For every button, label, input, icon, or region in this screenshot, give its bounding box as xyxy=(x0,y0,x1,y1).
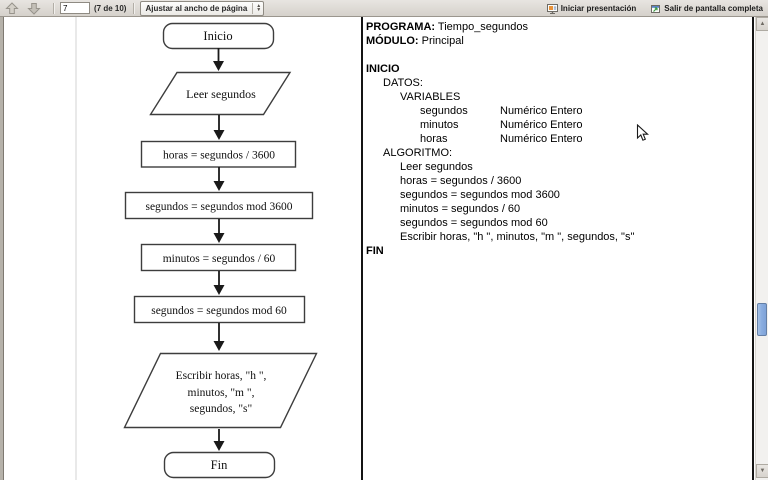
table-border-left xyxy=(75,17,77,480)
toolbar: (7 de 10) Ajustar al ancho de página ▲▼ … xyxy=(0,0,768,17)
pseudocode-line: FIN xyxy=(366,245,384,257)
pseudocode-line: Escribir horas, "h ", minutos, "m ", seg… xyxy=(400,231,635,243)
exit-fullscreen-button[interactable]: Salir de pantalla completa xyxy=(650,3,763,14)
page-number-input[interactable] xyxy=(60,2,90,14)
scroll-up-button[interactable]: ▲ xyxy=(756,17,768,31)
exit-fullscreen-icon xyxy=(651,4,661,13)
go-up-icon xyxy=(5,1,19,14)
pseudocode-line: PROGRAMA: Tiempo_segundos xyxy=(366,21,529,33)
pseudocode-type-column: Numérico Entero xyxy=(500,119,583,131)
page-count-label: (7 de 10) xyxy=(94,3,127,13)
pseudocode-line: horas = segundos / 3600 xyxy=(400,175,522,187)
scroll-down-button[interactable]: ▼ xyxy=(756,464,768,478)
pseudocode-line: MÓDULO: Principal xyxy=(366,35,464,47)
toolbar-separator xyxy=(133,2,136,14)
exit-fullscreen-label: Salir de pantalla completa xyxy=(664,3,763,13)
toolbar-separator xyxy=(53,2,55,14)
pseudocode-line: ALGORITMO: xyxy=(383,147,453,159)
start-presentation-label: Iniciar presentación xyxy=(560,3,637,13)
vertical-scrollbar[interactable]: ▲ ▼ xyxy=(755,17,768,480)
window-left-edge xyxy=(0,17,5,480)
pseudocode-line xyxy=(366,48,746,62)
scroll-up-icon: ▲ xyxy=(759,21,766,27)
pseudocode-line: segundos = segundos mod 60 xyxy=(400,217,548,229)
dropdown-spinner-icon: ▲▼ xyxy=(252,2,261,14)
table-border-right xyxy=(752,17,754,480)
zoom-mode-label: Ajustar al ancho de página xyxy=(145,3,248,13)
pseudocode-line: INICIO xyxy=(366,63,400,75)
scroll-down-icon: ▼ xyxy=(759,468,766,474)
next-page-button[interactable] xyxy=(26,1,42,16)
pseudocode-line: minutos = segundos / 60 xyxy=(400,203,521,215)
pseudocode-type-column: Numérico Entero xyxy=(500,105,583,117)
previous-page-button[interactable] xyxy=(4,1,20,16)
presentation-icon xyxy=(546,3,558,14)
scrollbar-thumb[interactable] xyxy=(757,303,767,336)
start-presentation-button[interactable]: Iniciar presentación xyxy=(546,3,637,14)
zoom-mode-dropdown[interactable]: Ajustar al ancho de página ▲▼ xyxy=(140,0,265,16)
pseudocode-line: Leer segundos xyxy=(400,161,473,173)
table-column-divider xyxy=(361,17,363,480)
pseudocode-type-column: Numérico Entero xyxy=(500,133,583,145)
pseudocode-line: segundos = segundos mod 3600 xyxy=(400,189,560,201)
go-down-icon xyxy=(27,2,41,15)
pseudocode-line: DATOS: xyxy=(383,77,423,89)
pseudocode-line: VARIABLES xyxy=(400,91,461,103)
